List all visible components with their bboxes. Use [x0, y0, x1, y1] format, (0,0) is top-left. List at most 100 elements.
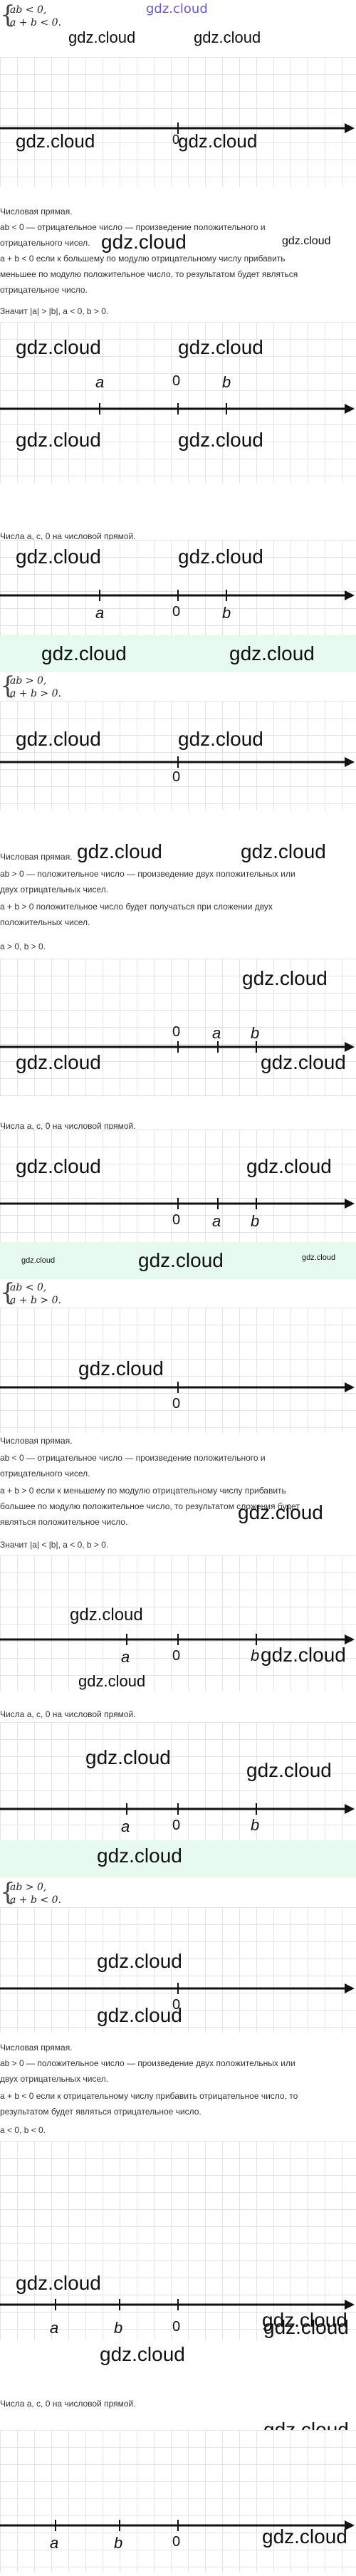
watermark: gdz.cloud [41, 642, 127, 664]
watermark: gdz.cloud [302, 1253, 336, 1262]
system-line: a + b < 0. [10, 1894, 61, 1906]
zero-label: 0 [172, 769, 181, 785]
watermark: gdz.cloud [261, 1644, 346, 1666]
paragraph-line: a + b > 0 если к меньшему по модулю отри… [0, 1486, 286, 1496]
watermark: gdz.cloud [178, 429, 263, 451]
zero-label: 0 [172, 2534, 181, 2550]
number-line-grid: gdz.cloud a 0 b gdz.cloud gdz.cloud [0, 1555, 356, 1691]
figure-caption: Числа a, c, 0 на числовой прямой. [0, 531, 136, 541]
number-line [0, 1382, 355, 1393]
watermark: gdz.cloud [178, 336, 263, 358]
watermark: gdz.cloud [97, 2004, 182, 2026]
point-b-label: b [251, 1024, 260, 1042]
section-heading: Числовая прямая. [0, 1436, 73, 1446]
number-line [0, 403, 355, 414]
point-a-label: a [212, 1024, 221, 1042]
watermark: gdz.cloud [178, 546, 263, 568]
brace-icon: { [0, 672, 16, 700]
paragraph-line: положительных чисел. [0, 917, 90, 927]
zero-label: 0 [172, 1024, 181, 1040]
system-line: a + b < 0. [10, 17, 61, 28]
watermark: gdz.cloud [246, 1155, 332, 1177]
number-line [0, 1983, 355, 1994]
watermark: gdz.cloud [16, 429, 101, 451]
zero-label: 0 [172, 2319, 181, 2335]
site-logo[interactable]: gdz.cloud [146, 1, 208, 16]
watermark: gdz.cloud [68, 28, 136, 46]
point-b-label: b [251, 1647, 260, 1664]
watermark: gdz.cloud [262, 2309, 347, 2331]
zero-label: 0 [172, 132, 180, 147]
paragraph-line: a + b < 0 если к большему по модулю отри… [0, 254, 286, 264]
watermark: gdz.cloud [242, 967, 328, 989]
watermark: gdz.cloud [77, 840, 162, 862]
section-heading: Числовая прямая. [0, 852, 73, 862]
number-line [0, 1041, 355, 1053]
zero-label: 0 [172, 1212, 181, 1228]
watermark: gdz.cloud [262, 2525, 347, 2548]
number-line-grid: gdz.cloud gdz.cloud 0 [0, 57, 356, 187]
zero-label: 0 [172, 1648, 181, 1664]
conclusion: a > 0, b > 0. [0, 942, 46, 951]
number-line [0, 1803, 355, 1815]
point-a-label: a [95, 604, 105, 622]
number-line [0, 2520, 355, 2531]
watermark: gdz.cloud [100, 2343, 185, 2365]
watermark: gdz.cloud [85, 1746, 171, 1768]
section-heading: Числовая прямая. [0, 2043, 73, 2053]
number-line-grid: gdz.cloud gdz.cloud 0 [0, 701, 356, 810]
point-a-label: a [95, 373, 105, 391]
ad-banner: gdz.cloud gdz.cloud [0, 635, 356, 672]
watermark: gdz.cloud [16, 2272, 101, 2294]
watermark: gdz.cloud [282, 235, 331, 247]
point-b-label: b [222, 604, 231, 622]
point-b-label: b [251, 1816, 260, 1834]
watermark: gdz.cloud [263, 2316, 349, 2338]
number-line-grid: gdz.cloud 0 [0, 1308, 356, 1433]
paragraph-line: a + b < 0 если к отрицательному числу пр… [0, 2091, 298, 2101]
zero-label: 0 [172, 373, 181, 389]
watermark: gdz.cloud [78, 1357, 164, 1380]
number-line-grid: gdz.cloud gdz.cloud 0 a b [0, 1130, 356, 1242]
system-line: ab < 0, [10, 4, 47, 16]
watermark: gdz.cloud [70, 1605, 143, 1625]
point-a-label: a [50, 2319, 59, 2337]
number-line [0, 2299, 355, 2310]
watermark: gdz.cloud [178, 728, 263, 750]
zero-label: 0 [172, 1818, 181, 1833]
point-a-label: a [121, 1648, 130, 1666]
number-line-grid: gdz.cloud gdz.cloud a 0 b [0, 540, 356, 635]
brace-icon: { [0, 1878, 16, 1907]
number-line-grid: gdz.cloud 0 a b gdz.cloud gdz.cloud [0, 959, 356, 1097]
watermark: gdz.cloud [229, 642, 315, 664]
number-line-grid: gdz.cloud gdz.cloud a b 0 gdz.cloud gdz.… [0, 322, 356, 483]
paragraph-line: ab > 0 — положительное число — произведе… [0, 2058, 295, 2068]
paragraph-line: двух отрицательных чисел. [0, 885, 109, 895]
ad-banner: gdz.cloud gdz.cloud gdz.cloud [0, 1242, 356, 1279]
number-line-grid: gdz.cloud 0 gdz.cloud [0, 1907, 356, 2033]
number-line [0, 756, 355, 768]
number-line [0, 1198, 355, 1209]
brace-icon: { [0, 1, 16, 29]
point-a-label: a [50, 2534, 59, 2552]
number-line-grid: a b 0 gdz.cloud [0, 2430, 356, 2572]
system-line: a + b > 0. [10, 1295, 61, 1306]
conclusion: Значит |a| < |b|, a < 0, b > 0. [0, 1540, 109, 1550]
system-line: a + b > 0. [10, 688, 61, 699]
brace-icon: { [0, 1278, 16, 1307]
watermark: gdz.cloud [21, 1256, 56, 1265]
watermark: gdz.cloud [16, 728, 101, 750]
watermark: gdz.cloud [78, 1672, 146, 1690]
paragraph-line: ab < 0 — отрицательное число — произведе… [0, 222, 266, 232]
paragraph-line: являться положительное число. [0, 1517, 128, 1527]
paragraph-line: отрицательного чисел. [0, 238, 90, 248]
point-a-label: a [121, 1818, 130, 1835]
paragraph-line: отрицательное число. [0, 285, 88, 295]
conclusion: Значит |a| > |b|, a < 0, b > 0. [0, 306, 109, 316]
watermark: gdz.cloud [238, 1501, 323, 1523]
watermark: gdz.cloud [16, 1051, 101, 1073]
figure-caption: Числа a, c, 0 на числовой прямой. [0, 1121, 136, 1131]
watermark: gdz.cloud [16, 130, 95, 152]
paragraph-line: ab < 0 — отрицательное число — произведе… [0, 1453, 266, 1463]
ad-banner: gdz.cloud [0, 1840, 356, 1877]
